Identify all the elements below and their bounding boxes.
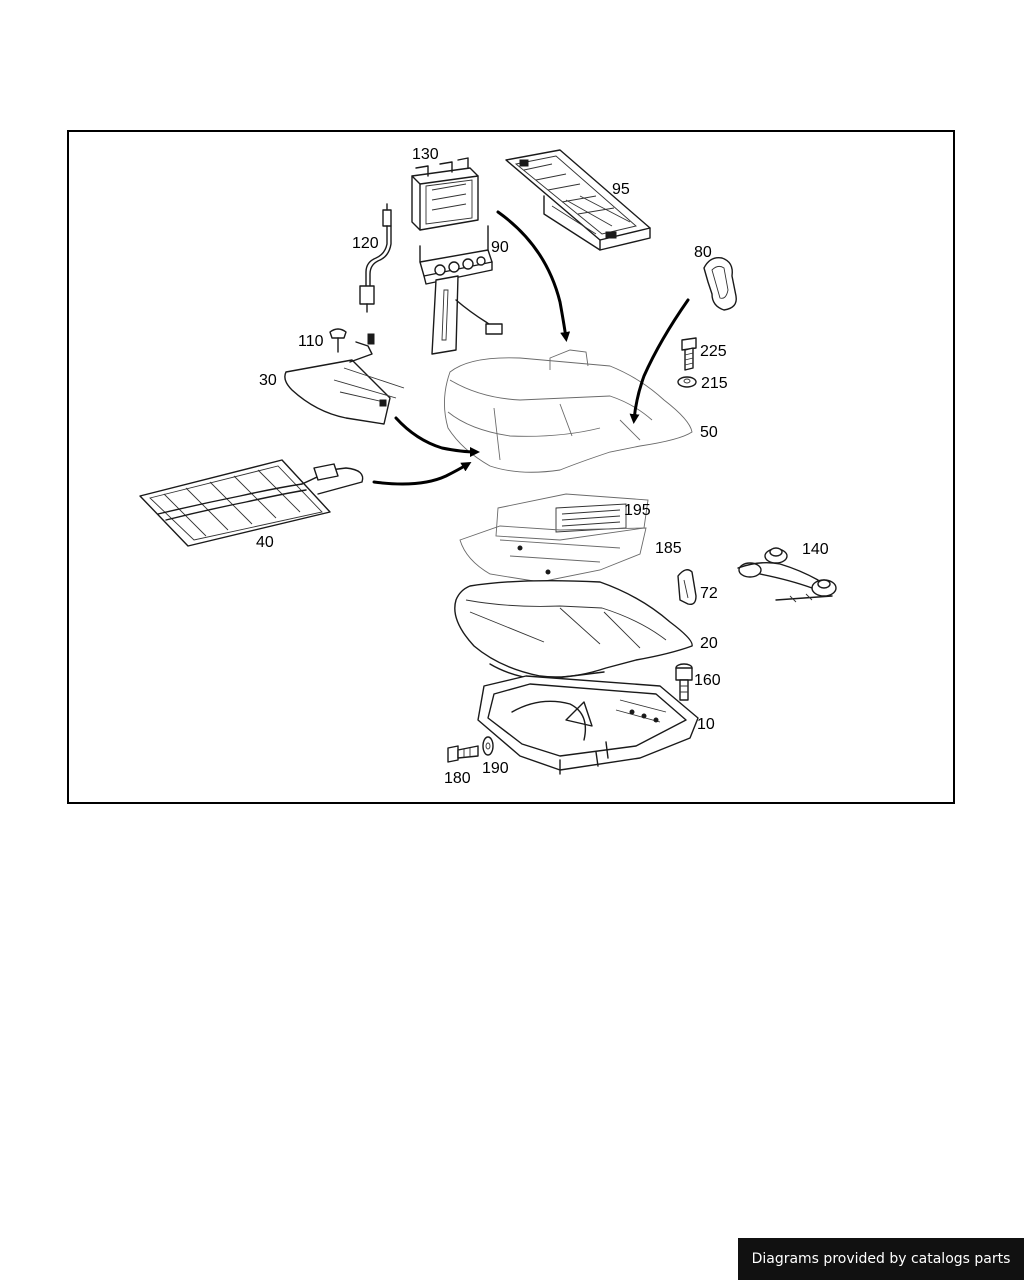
part-50-cover [444,349,693,473]
part-label-215: 215 [701,375,728,392]
part-label-140: 140 [802,541,829,558]
part-80-clip [703,257,737,311]
part-label-90: 90 [491,239,509,256]
part-185-pad [459,525,647,583]
part-label-195: 195 [624,502,651,519]
part-72-clip [677,569,697,606]
assembly-arrows [372,210,690,486]
part-label-110: 110 [298,333,324,350]
part-160-bolt [675,663,693,701]
part-90-bracket [419,225,503,355]
part-label-95: 95 [612,181,630,198]
part-label-20: 20 [700,635,718,652]
part-20-foam [454,579,693,681]
diagram-frame [67,130,955,804]
part-label-40: 40 [256,534,274,551]
part-label-160: 160 [694,672,721,689]
part-215-washer [677,376,697,388]
part-label-72: 72 [700,585,718,602]
part-label-10: 10 [697,716,715,733]
footer-credit-badge: Diagrams provided by catalogs parts [738,1238,1024,1280]
part-40-heater-grid [139,459,364,547]
part-120-cable [359,203,392,313]
part-label-180: 180 [444,770,471,787]
part-label-130: 130 [412,146,439,163]
part-label-80: 80 [694,244,712,261]
part-label-30: 30 [259,372,277,389]
part-10-pan [477,675,699,775]
part-label-50: 50 [700,424,718,441]
part-190-washer [482,736,494,756]
part-labels: 130 95 120 90 80 110 225 215 30 50 40 19… [256,146,829,787]
part-180-bolt [447,745,479,763]
part-label-190: 190 [482,760,509,777]
part-95-frame [505,149,651,251]
part-130-module [411,157,479,231]
part-label-225: 225 [700,343,727,360]
part-140-connector [737,547,837,603]
part-label-185: 185 [655,540,682,557]
part-225-bolt [681,337,697,371]
part-30-mat [284,333,405,425]
part-label-120: 120 [352,235,379,252]
part-110-pin [329,328,347,353]
